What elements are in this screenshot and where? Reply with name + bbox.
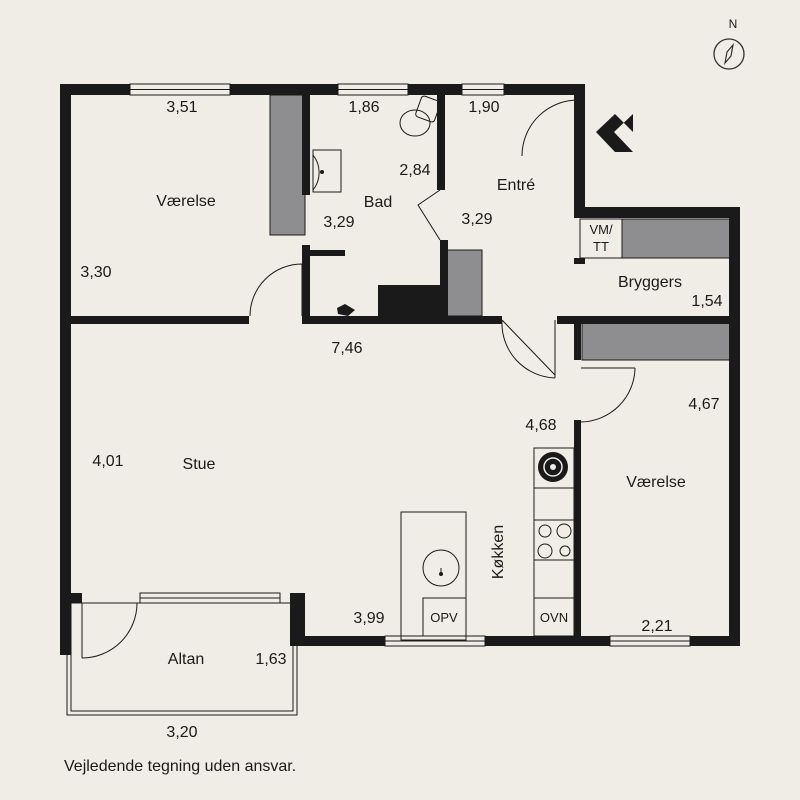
washing-machine-box xyxy=(579,218,623,259)
dim-7-46: 7,46 xyxy=(331,340,362,357)
balcony-outline xyxy=(66,602,298,716)
room-label-stue: Stue xyxy=(183,456,216,473)
appliance-ovn-label: OVN xyxy=(540,610,568,625)
dim-3-29-entre: 3,29 xyxy=(461,211,492,228)
room-label-vaerelse-1: Værelse xyxy=(156,193,216,210)
closet-vaerelse-1 xyxy=(269,94,306,236)
dim-3-99: 3,99 xyxy=(353,610,384,627)
dim-1-90: 1,90 xyxy=(468,99,499,116)
kitchen-island xyxy=(400,511,467,641)
appliance-opv-label: OPV xyxy=(430,610,458,625)
dim-3-51: 3,51 xyxy=(166,99,197,116)
stove-icon xyxy=(537,523,572,559)
dim-4-67: 4,67 xyxy=(688,396,719,413)
dim-1-54: 1,54 xyxy=(691,293,722,310)
floor-drain-icon xyxy=(337,304,355,316)
dim-4-01: 4,01 xyxy=(92,453,123,470)
toilet-icon xyxy=(399,95,441,137)
entrance-arrow-icon xyxy=(596,114,633,152)
closet-entre xyxy=(446,249,483,317)
compass: N xyxy=(713,17,745,70)
dim-3-29-bad: 3,29 xyxy=(323,214,354,231)
dim-3-30: 3,30 xyxy=(80,264,111,281)
north-label: N xyxy=(729,17,738,31)
closet-vaerelse-2 xyxy=(581,321,731,361)
room-label-bryggers: Bryggers xyxy=(618,274,682,291)
compass-needle-icon xyxy=(724,42,734,66)
appliance-vm-label-1: VM/ xyxy=(589,222,613,237)
sink-icon xyxy=(312,149,342,193)
counter-bryggers xyxy=(621,218,731,259)
room-label-vaerelse-2: Værelse xyxy=(626,474,686,491)
dim-4-68: 4,68 xyxy=(525,417,556,434)
doors xyxy=(81,99,636,659)
room-label-bad: Bad xyxy=(364,194,392,211)
disclaimer-text: Vejledende tegning uden ansvar. xyxy=(64,758,297,775)
compass-ring xyxy=(713,38,745,70)
appliance-vm-label-2: TT xyxy=(593,239,609,254)
dim-1-63: 1,63 xyxy=(255,651,286,668)
room-label-altan: Altan xyxy=(168,651,204,668)
dim-2-84: 2,84 xyxy=(399,162,430,179)
room-label-entre: Entré xyxy=(497,177,535,194)
dim-1-86: 1,86 xyxy=(348,99,379,116)
dim-2-21: 2,21 xyxy=(641,618,672,635)
kitchen-counter xyxy=(533,447,575,637)
dim-3-20: 3,20 xyxy=(166,724,197,741)
room-label-koekken: Køkken xyxy=(490,525,507,579)
